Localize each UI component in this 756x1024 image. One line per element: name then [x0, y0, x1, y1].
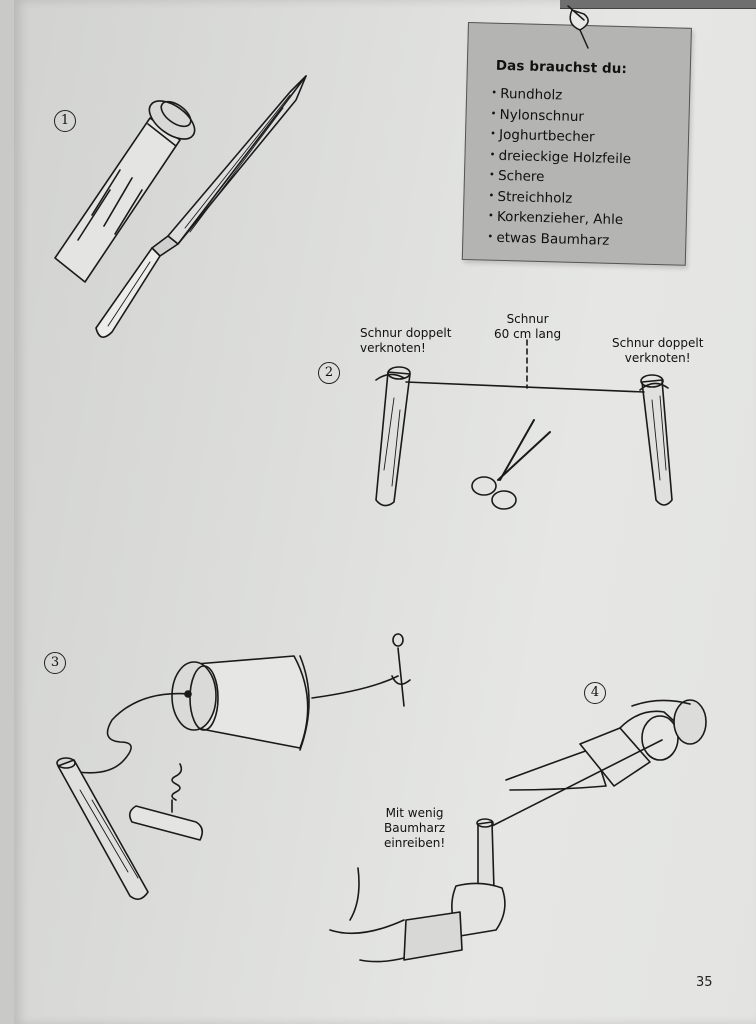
step2-left-label: Schnur doppelt verknoten! [360, 326, 451, 356]
step2-mid-label-line1: Schnur [506, 312, 549, 326]
step4-label: Mit wenig Baumharz einreiben! [384, 806, 445, 851]
right-stick-drawing [639, 374, 673, 506]
cord-left [77, 692, 191, 774]
step4-label-line3: einreiben! [384, 836, 446, 850]
cord-step4 [491, 739, 663, 827]
step2-left-label-line1: Schnur doppelt [360, 326, 452, 340]
yogurt-cup-drawing [171, 655, 310, 751]
stick-with-cord-drawing [56, 757, 149, 900]
scissors-drawing [471, 419, 551, 510]
step2-right-label-line2: verknoten! [624, 351, 691, 365]
step-number-4: 4 [584, 682, 606, 704]
string-line [405, 381, 645, 393]
step4-label-line2: Baumharz [384, 821, 446, 835]
round-wood-rod-drawing [54, 100, 196, 283]
step2-right-label: Schnur doppelt verknoten! [612, 336, 703, 366]
step2-left-label-line2: verknoten! [360, 341, 426, 355]
left-stick-drawing [375, 366, 411, 507]
page-top-edge [560, 0, 756, 9]
page-number: 35 [696, 975, 713, 990]
step4-label-line1: Mit wenig [385, 806, 444, 820]
arm-holding-cup-drawing [505, 699, 707, 791]
step2-mid-label: Schnur 60 cm lang [494, 312, 561, 342]
step2-right-label-line1: Schnur doppelt [612, 336, 704, 350]
corkscrew-drawing [128, 763, 204, 841]
step-number-2: 2 [318, 362, 340, 384]
match-drawing [391, 633, 411, 707]
step2-mid-label-line2: 60 cm lang [494, 327, 562, 341]
cord-right [311, 675, 399, 699]
triangular-file-drawing [95, 75, 307, 338]
step-number-3: 3 [44, 652, 66, 674]
step-number-1: 1 [54, 110, 76, 132]
hand-holding-stick-drawing [329, 818, 506, 963]
